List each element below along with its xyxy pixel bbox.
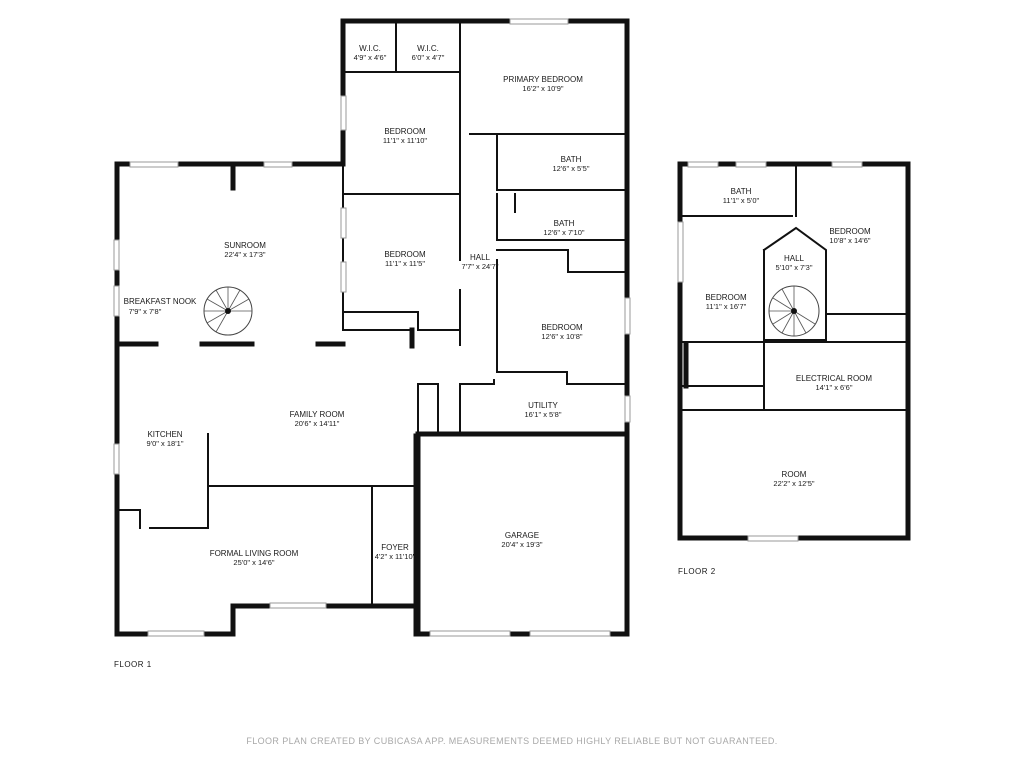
room-name: GARAGE: [505, 531, 539, 540]
room-dims: 22'4" x 17'3": [224, 250, 265, 259]
floor-1-label: FLOOR 1: [114, 660, 152, 669]
floor-2-room-labels: BATH 11'1" x 5'0" BEDROOM 10'8" x 14'6" …: [705, 187, 872, 488]
room-name: ROOM: [782, 470, 807, 479]
room-name: BEDROOM: [829, 227, 871, 236]
room-dims: 12'6" x 7'10": [543, 228, 584, 237]
room-name: BEDROOM: [541, 323, 583, 332]
floor-1-spiral-stair: [203, 286, 253, 336]
floor-2-label: FLOOR 2: [678, 567, 716, 576]
room-dims: 10'8" x 14'6": [829, 236, 870, 245]
floor-2-spiral-stair: [768, 285, 820, 337]
room-name: KITCHEN: [147, 430, 182, 439]
room-name: SUNROOM: [224, 241, 266, 250]
room-dims: 6'0" x 4'7": [412, 53, 445, 62]
room-dims: 4'9" x 4'6": [354, 53, 387, 62]
room-dims: 14'1" x 6'6": [816, 383, 853, 392]
room-name: BATH: [731, 187, 752, 196]
room-name: ELECTRICAL ROOM: [796, 374, 872, 383]
room-name: BEDROOM: [705, 293, 747, 302]
room-dims: 22'2" x 12'5": [773, 479, 814, 488]
room-dims: 16'2" x 10'9": [522, 84, 563, 93]
room-name: W.I.C.: [359, 44, 381, 53]
room-dims: 11'1" x 5'0": [723, 196, 760, 205]
room-name: BATH: [554, 219, 575, 228]
floor-1-room-labels: W.I.C. 4'9" x 4'6" W.I.C. 6'0" x 4'7" PR…: [124, 44, 590, 567]
room-name: FOYER: [381, 543, 409, 552]
room-name: W.I.C.: [417, 44, 439, 53]
room-name: HALL: [784, 254, 805, 263]
room-name: BEDROOM: [384, 127, 426, 136]
room-dims: 5'10" x 7'3": [776, 263, 813, 272]
disclaimer-text: FLOOR PLAN CREATED BY CUBICASA APP. MEAS…: [246, 736, 777, 746]
room-dims: 12'6" x 5'5": [553, 164, 590, 173]
room-dims: 11'1" x 16'7": [706, 302, 747, 311]
room-name: HALL: [470, 253, 491, 262]
room-name: FAMILY ROOM: [290, 410, 345, 419]
room-dims: 20'6" x 14'11": [295, 419, 340, 428]
room-name: BREAKFAST NOOK: [124, 297, 197, 306]
room-dims: 11'1" x 11'5": [385, 259, 425, 268]
room-name: FORMAL LIVING ROOM: [210, 549, 299, 558]
room-name: BATH: [561, 155, 582, 164]
room-dims: 7'7" x 24'7": [462, 262, 499, 271]
room-dims: 7'9" x 7'8": [129, 307, 162, 316]
floor-2-windows: [677, 161, 863, 542]
room-name: PRIMARY BEDROOM: [503, 75, 583, 84]
room-name: UTILITY: [528, 401, 558, 410]
room-dims: 12'6" x 10'8": [541, 332, 582, 341]
room-dims: 11'1" x 11'10": [383, 136, 428, 145]
room-dims: 20'4" x 19'3": [501, 540, 542, 549]
room-dims: 4'2" x 11'10": [375, 552, 416, 561]
room-dims: 16'1" x 5'8": [525, 410, 562, 419]
room-dims: 9'0" x 18'1": [147, 439, 184, 448]
floor-1-windows: [113, 18, 631, 637]
room-name: BEDROOM: [384, 250, 426, 259]
room-dims: 25'0" x 14'6": [233, 558, 274, 567]
